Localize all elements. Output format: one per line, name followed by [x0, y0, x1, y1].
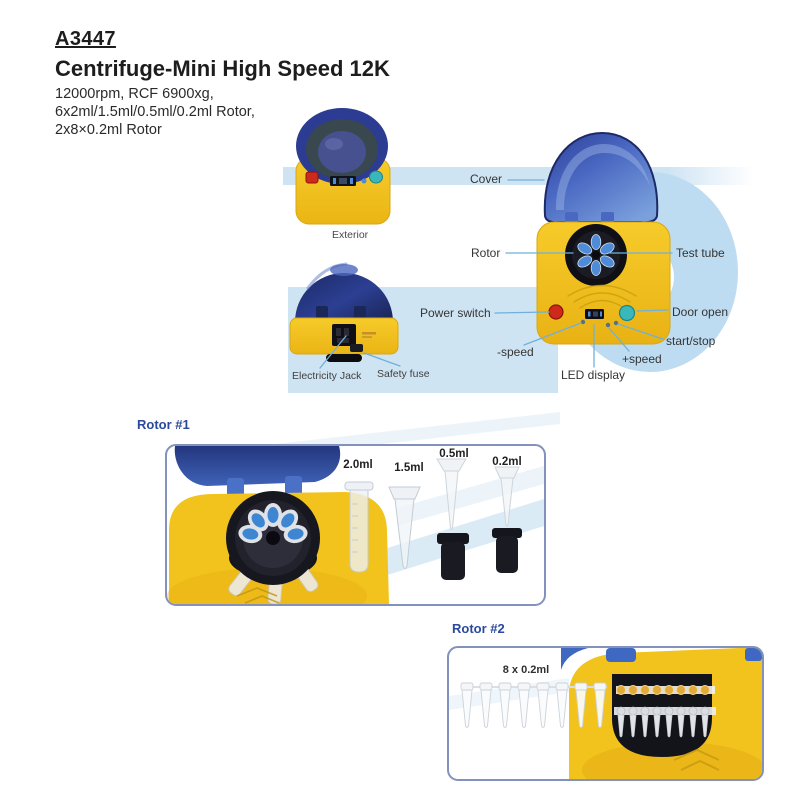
strip-rotor-plate	[612, 674, 716, 757]
minus-speed-button	[580, 319, 586, 325]
tube-label-0-2ml: 0.2ml	[492, 456, 522, 468]
tube-label-1-5ml: 1.5ml	[394, 462, 424, 474]
rotor2-box: 8 x 0.2ml	[447, 646, 764, 781]
cover-label: Cover	[470, 172, 503, 186]
spec-line-2: 6x2ml/1.5ml/0.5ml/0.2ml Rotor,	[55, 104, 255, 120]
door-open-label: Door open	[672, 305, 729, 319]
rotor1-illustration	[167, 446, 544, 604]
exterior-caption: Exterior	[332, 229, 369, 241]
plus-speed-button	[605, 322, 611, 328]
power-switch-button	[548, 304, 564, 320]
safety-fuse-part	[350, 344, 363, 352]
tube-0-5ml-with-adapter	[436, 458, 469, 580]
product-title: Centrifuge-Mini High Speed 12K	[55, 56, 390, 81]
closed-centrifuge-control-panel	[305, 170, 383, 186]
led-display-label: LED display	[561, 368, 626, 382]
electricity-jack-label: Electricity Jack	[292, 370, 362, 382]
test-tube-label: Test tube	[676, 246, 725, 260]
electricity-jack	[332, 324, 356, 346]
tube-label-0-5ml: 0.5ml	[439, 448, 469, 460]
spec-line-3: 2x8×0.2ml Rotor	[55, 122, 162, 138]
tube-1-5ml	[388, 486, 421, 569]
door-open-button	[618, 304, 636, 322]
rotor1-rotor-closeup	[226, 491, 320, 604]
speaker-grille	[567, 284, 637, 309]
rotor-label: Rotor	[471, 246, 501, 260]
rotor2-title: Rotor #2	[452, 621, 505, 636]
rotor2-illustration	[449, 648, 762, 779]
closed-centrifuge-photo	[295, 108, 391, 225]
control-buttons	[548, 304, 636, 328]
rotor1-box: 2.0ml 1.5ml 0.5ml 0.2ml	[165, 444, 546, 606]
rotor1-title: Rotor #1	[137, 417, 190, 432]
open-centrifuge-photo	[536, 131, 671, 345]
rotor-with-test-tubes	[565, 224, 627, 286]
power-switch-label: Power switch	[420, 306, 491, 320]
strip-tubes-photo	[460, 682, 607, 728]
start-stop-label: start/stop	[666, 334, 716, 348]
start-stop-button	[613, 320, 619, 326]
safety-fuse-label: Safety fuse	[377, 368, 430, 380]
tube-0-2ml-with-adapter	[492, 466, 522, 573]
minus-speed-label: -speed	[497, 345, 534, 359]
back-view-centrifuge-photo	[289, 262, 399, 362]
tube-label-2ml: 2.0ml	[343, 459, 373, 471]
strip-tube-label: 8 x 0.2ml	[502, 664, 550, 676]
product-code: A3447	[55, 28, 116, 50]
spec-line-1: 12000rpm, RCF 6900xg,	[55, 86, 214, 102]
plus-speed-label: +speed	[622, 352, 662, 366]
open-cover	[543, 131, 659, 228]
tube-2ml	[344, 481, 374, 573]
